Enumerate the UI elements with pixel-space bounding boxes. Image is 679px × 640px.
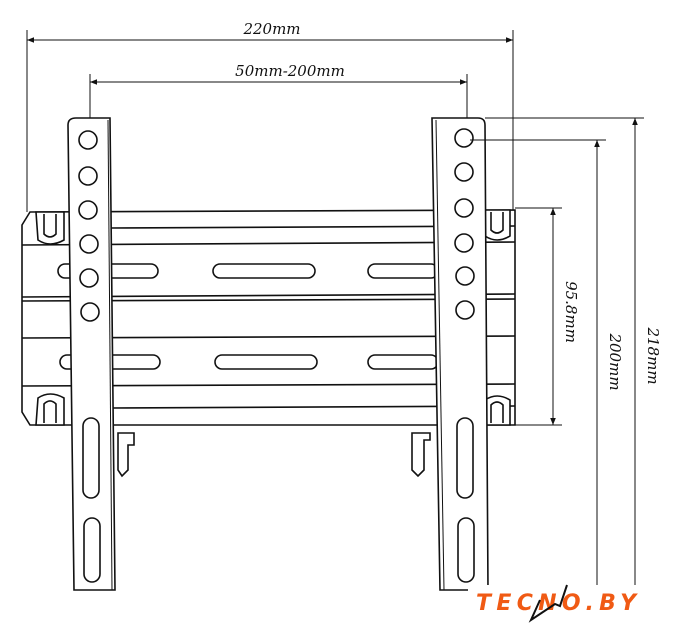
dimension-vesa-horizontal: 50mm-200mm [89, 62, 468, 135]
plate-height-label: 95.8mm [562, 281, 580, 343]
right-arm [431, 117, 489, 591]
tecno-logo: TECNO.BY [468, 584, 668, 623]
dimension-overall-height: 218mm [485, 117, 662, 600]
dimension-overall-width: 220mm [26, 20, 514, 212]
dimension-vesa-vertical: 200mm [470, 139, 624, 600]
overall-width-label: 220mm [242, 20, 300, 38]
vesa-horizontal-label: 50mm-200mm [235, 62, 345, 80]
dimension-plate-height: 95.8mm [515, 207, 580, 426]
overall-height-label: 218mm [644, 326, 662, 384]
vesa-vertical-label: 200mm [606, 332, 624, 390]
left-arm [67, 117, 116, 591]
